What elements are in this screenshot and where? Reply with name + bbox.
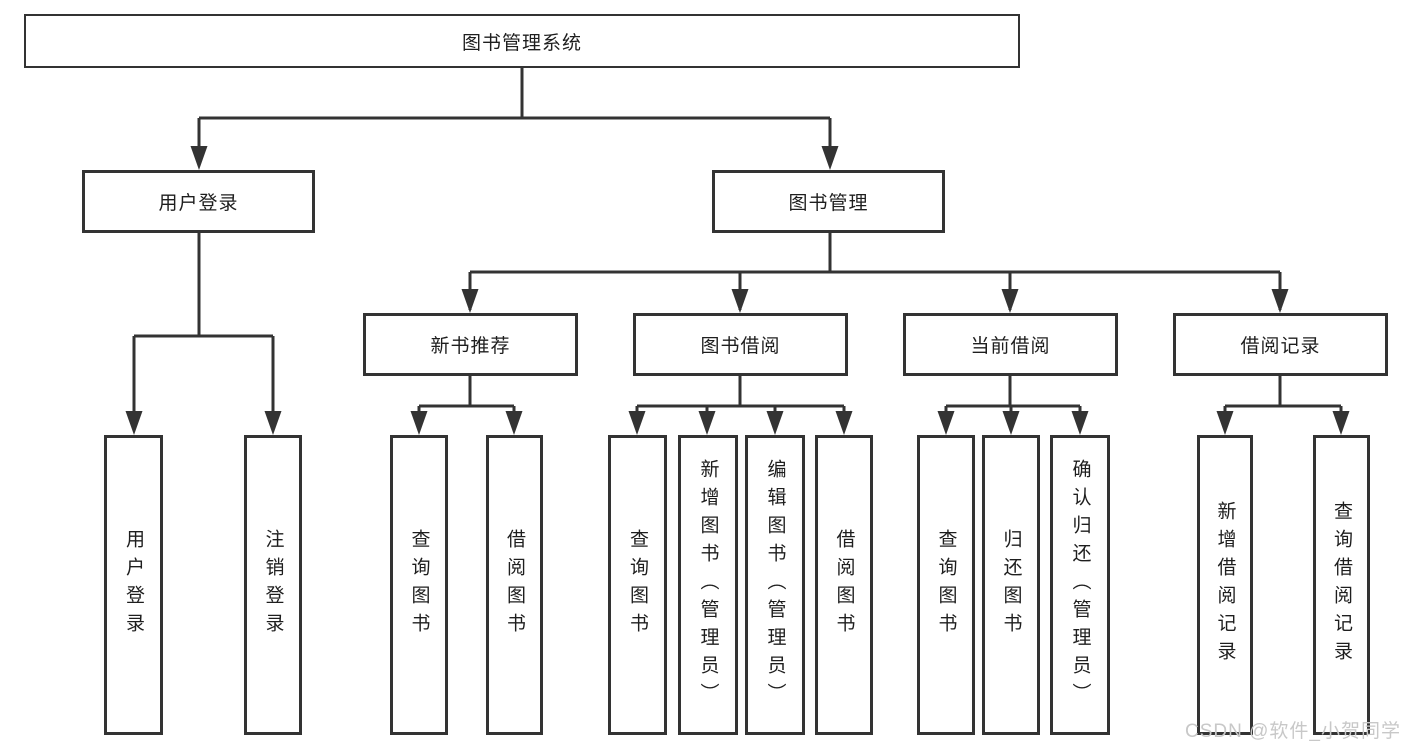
leaf-bb-edit-books-admin: 编辑图书（管理员） (745, 435, 805, 735)
leaf-nb-query-books-label: 查询图书 (408, 529, 430, 641)
leaf-user-login: 用户登录 (104, 435, 163, 735)
leaf-br-add-record: 新增借阅记录 (1197, 435, 1253, 735)
node-book-management-label: 图书管理 (788, 193, 869, 214)
node-root-label: 图书管理系统 (461, 32, 582, 54)
node-current-borrowing-label: 当前借阅 (970, 336, 1051, 357)
leaf-bb-borrow-books-label: 借阅图书 (833, 529, 855, 641)
leaf-cb-confirm-return-admin: 确认归还（管理员） (1050, 435, 1110, 735)
csdn-watermark: CSDN @软件_小贺同学 (1185, 721, 1401, 742)
node-root-library-management-system: 图书管理系统 (24, 14, 1020, 68)
leaf-bb-add-books-admin-label: 新增图书（管理员） (697, 459, 719, 711)
connector-lines (132, 68, 1343, 431)
leaf-bb-borrow-books: 借阅图书 (815, 435, 873, 735)
node-current-borrowing: 当前借阅 (903, 313, 1118, 376)
leaf-bb-edit-books-admin-label: 编辑图书（管理员） (764, 459, 786, 711)
leaf-logout-label: 注销登录 (262, 529, 284, 641)
node-book-borrowing-label: 图书借阅 (700, 336, 781, 357)
leaf-br-query-record-label: 查询借阅记录 (1331, 501, 1352, 669)
leaf-cb-return-books-label: 归还图书 (1000, 529, 1022, 641)
leaf-bb-query-books-label: 查询图书 (627, 529, 648, 641)
leaf-cb-confirm-return-admin-label: 确认归还（管理员） (1069, 459, 1091, 711)
node-borrowing-records: 借阅记录 (1173, 313, 1388, 376)
node-user-login: 用户登录 (82, 170, 315, 233)
leaf-bb-add-books-admin: 新增图书（管理员） (678, 435, 738, 735)
leaf-cb-query-books: 查询图书 (917, 435, 975, 735)
node-book-borrowing: 图书借阅 (633, 313, 848, 376)
leaf-nb-borrow-books-label: 借阅图书 (504, 529, 525, 641)
node-new-book-recommend: 新书推荐 (363, 313, 578, 376)
leaf-br-query-record: 查询借阅记录 (1313, 435, 1370, 735)
node-new-book-recommend-label: 新书推荐 (430, 336, 511, 357)
leaf-nb-query-books: 查询图书 (390, 435, 448, 735)
node-user-login-label: 用户登录 (158, 193, 239, 214)
leaf-br-add-record-label: 新增借阅记录 (1214, 501, 1236, 669)
leaf-cb-query-books-label: 查询图书 (935, 529, 957, 641)
leaf-user-login-label: 用户登录 (123, 529, 144, 641)
node-borrowing-records-label: 借阅记录 (1240, 336, 1321, 357)
node-book-management: 图书管理 (712, 170, 945, 233)
leaf-cb-return-books: 归还图书 (982, 435, 1040, 735)
leaf-bb-query-books: 查询图书 (608, 435, 667, 735)
leaf-nb-borrow-books: 借阅图书 (486, 435, 543, 735)
leaf-logout: 注销登录 (244, 435, 302, 735)
